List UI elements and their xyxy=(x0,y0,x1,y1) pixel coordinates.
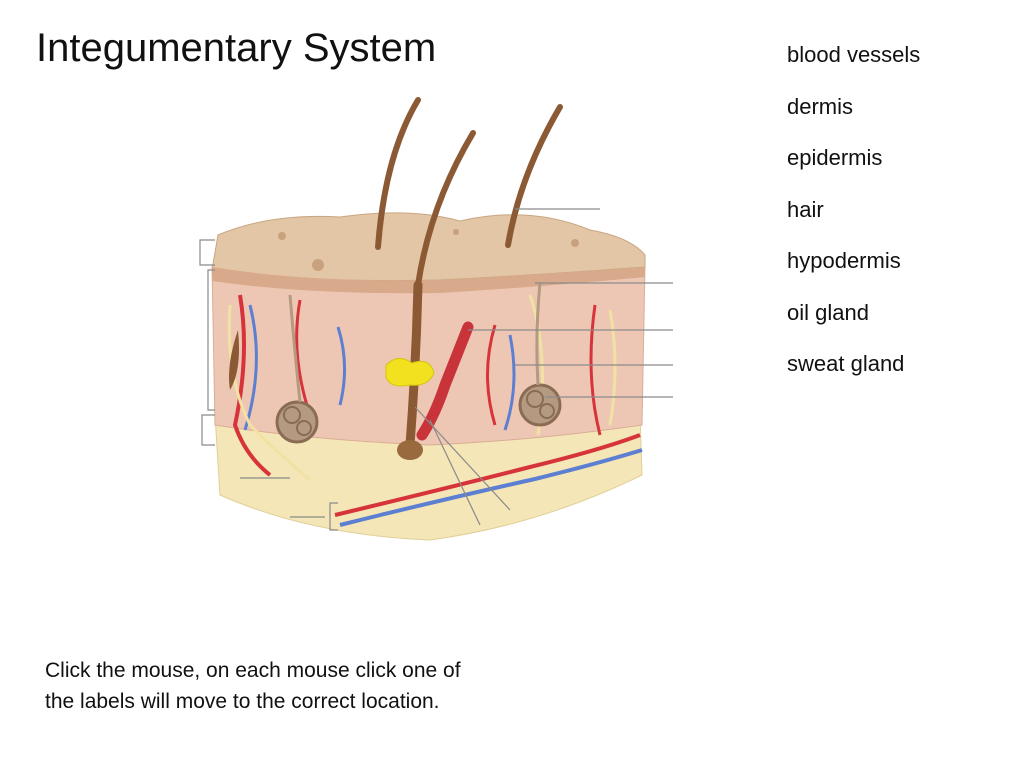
hair-bulb xyxy=(397,440,423,460)
artery xyxy=(416,321,474,441)
sweat-gland-left xyxy=(275,294,319,444)
label-bank: blood vessels dermis epidermis hair hypo… xyxy=(787,40,920,401)
artery xyxy=(295,299,312,416)
surface-pore xyxy=(278,232,286,240)
hypodermis-layer xyxy=(214,414,643,541)
label-epidermis[interactable]: epidermis xyxy=(787,145,883,170)
artery xyxy=(334,433,641,517)
label-oil-gland[interactable]: oil gland xyxy=(787,299,869,325)
oil-gland xyxy=(385,358,435,387)
skin-diagram xyxy=(199,97,673,541)
leader-lines xyxy=(199,208,673,531)
nerve-fiber xyxy=(608,309,617,426)
vein xyxy=(243,304,258,431)
label-hypodermis[interactable]: hypodermis xyxy=(787,248,901,273)
instructions-text: Click the mouse, on each mouse click one… xyxy=(45,659,461,713)
surface-pore xyxy=(312,259,324,271)
hair-strand xyxy=(505,104,563,248)
slide-title: Integumentary System xyxy=(36,26,437,70)
vein xyxy=(503,334,516,431)
surface-pore xyxy=(571,239,579,247)
sweat-gland-right xyxy=(518,282,562,427)
hair-strand xyxy=(375,97,421,250)
vein xyxy=(339,448,643,527)
hair-strand xyxy=(415,130,476,288)
artery xyxy=(589,304,602,436)
artery xyxy=(232,294,272,477)
surface-pore xyxy=(453,229,459,235)
epidermis-cell-band xyxy=(212,267,645,294)
label-blood-vessels[interactable]: blood vessels xyxy=(787,42,921,67)
label-dermis[interactable]: dermis xyxy=(787,93,854,119)
artery xyxy=(486,324,497,426)
label-sweat-gland[interactable]: sweat gland xyxy=(787,351,905,376)
nerve-fiber xyxy=(227,304,311,482)
hair-follicle-small xyxy=(229,330,239,390)
label-hair[interactable]: hair xyxy=(787,196,824,222)
vein xyxy=(336,326,347,406)
